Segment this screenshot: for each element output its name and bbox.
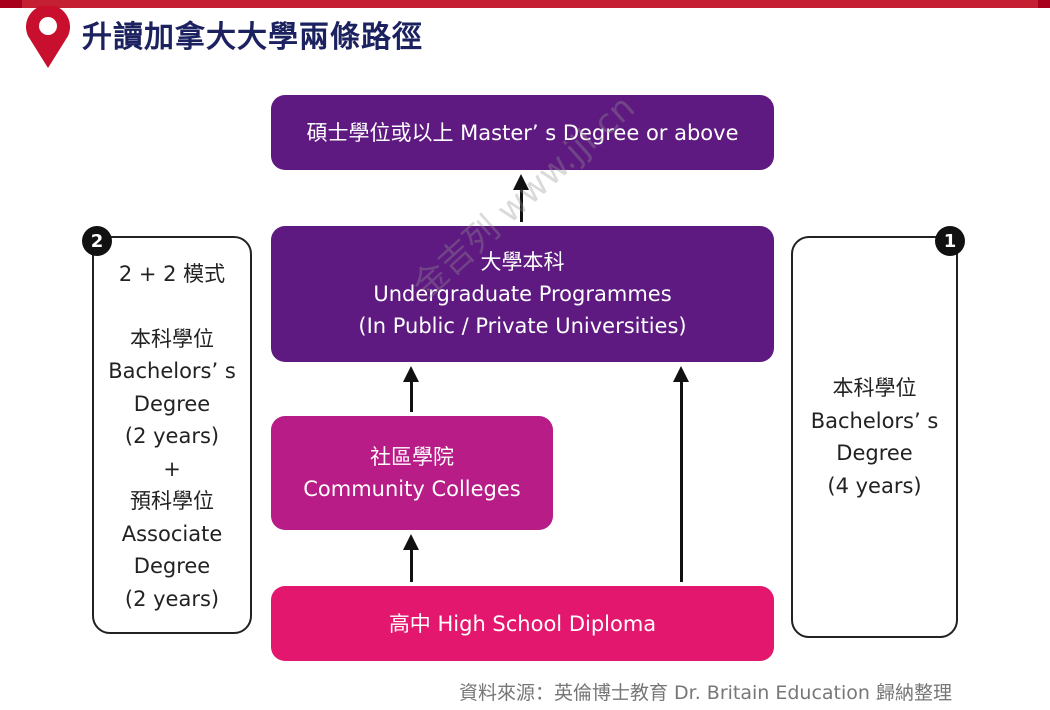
high-school-box: 高中 High School Diploma <box>271 586 774 661</box>
source-note: 資料來源：英倫博士教育 Dr. Britain Education 歸納整理 <box>458 682 952 704</box>
path2-line: Degree <box>133 554 211 578</box>
path-2-badge: 2 <box>82 226 112 256</box>
path-1-badge: 1 <box>935 226 965 256</box>
path2-line: Bachelors’ s <box>108 359 236 383</box>
arrow-up <box>403 366 419 412</box>
path1-line: Degree <box>836 441 913 465</box>
path2-line: 預科學位 <box>130 489 214 513</box>
high-school-label: 高中 High School Diploma <box>388 611 657 636</box>
arrow-up <box>403 534 419 582</box>
path2-line: 本科學位 <box>130 326 214 351</box>
path-1-box: 本科學位 Bachelors’ s Degree (4 years) <box>791 236 958 638</box>
arrow-up <box>513 174 529 222</box>
map-pin-icon <box>26 6 70 68</box>
community-colleges-box: 社區學院 Community Colleges <box>271 416 553 530</box>
arrow-up <box>673 366 689 582</box>
undergrad-label-zh: 大學本科 <box>480 250 565 274</box>
path1-line: 本科學位 <box>832 376 917 400</box>
path2-line: (2 years) <box>124 586 220 611</box>
path1-line: Bachelors’ s <box>810 408 939 433</box>
path2-line: Associate <box>121 521 223 546</box>
path1-line: (4 years) <box>827 473 922 498</box>
undergrad-label-en: Undergraduate Programmes <box>373 282 672 306</box>
path2-line: (2 years) <box>124 424 220 448</box>
masters-degree-box: 碩士學位或以上 Master’ s Degree or above <box>271 95 774 170</box>
community-label-en: Community Colleges <box>303 477 521 501</box>
path-2-box: 2 + 2 模式 本科學位 Bachelors’ s Degree (2 yea… <box>92 236 252 634</box>
masters-label: 碩士學位或以上 Master’ s Degree or above <box>306 120 739 145</box>
community-label-zh: 社區學院 <box>370 445 454 469</box>
path2-line: + <box>163 456 181 481</box>
top-accent-bar <box>0 0 1050 8</box>
page-title: 升讀加拿大大學兩條路徑 <box>82 20 423 55</box>
undergraduate-box: 大學本科 Undergraduate Programmes (In Public… <box>271 226 774 362</box>
path2-line: 2 + 2 模式 <box>118 262 226 286</box>
undergrad-label-note: (In Public / Private Universities) <box>358 314 687 338</box>
path2-line: Degree <box>133 391 211 416</box>
